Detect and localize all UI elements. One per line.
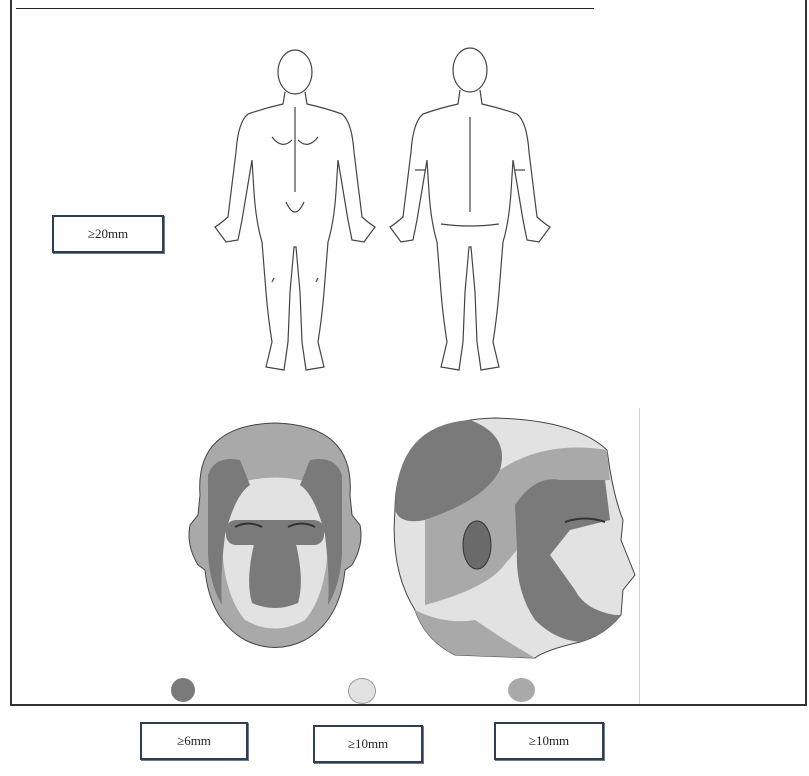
- light-threshold-text: ≥10mm: [348, 736, 388, 751]
- medium-threshold-label: ≥10mm: [494, 722, 604, 760]
- body-front-outline: [210, 42, 380, 377]
- divider-line: [639, 408, 640, 704]
- light-threshold-label: ≥10mm: [313, 725, 423, 763]
- light-zone-swatch: [348, 678, 376, 704]
- dark-zone-swatch: [171, 678, 195, 702]
- body-threshold-text: ≥20mm: [88, 226, 128, 241]
- dark-threshold-label: ≥6mm: [140, 722, 248, 760]
- face-profile-zone-map: [385, 410, 640, 660]
- medium-threshold-text: ≥10mm: [529, 733, 569, 748]
- dark-threshold-text: ≥6mm: [177, 733, 211, 748]
- top-rule: [16, 8, 594, 9]
- medium-zone-swatch: [508, 678, 535, 702]
- body-back-outline: [385, 42, 555, 377]
- face-front-zone-map: [180, 415, 370, 655]
- body-threshold-label: ≥20mm: [52, 215, 164, 253]
